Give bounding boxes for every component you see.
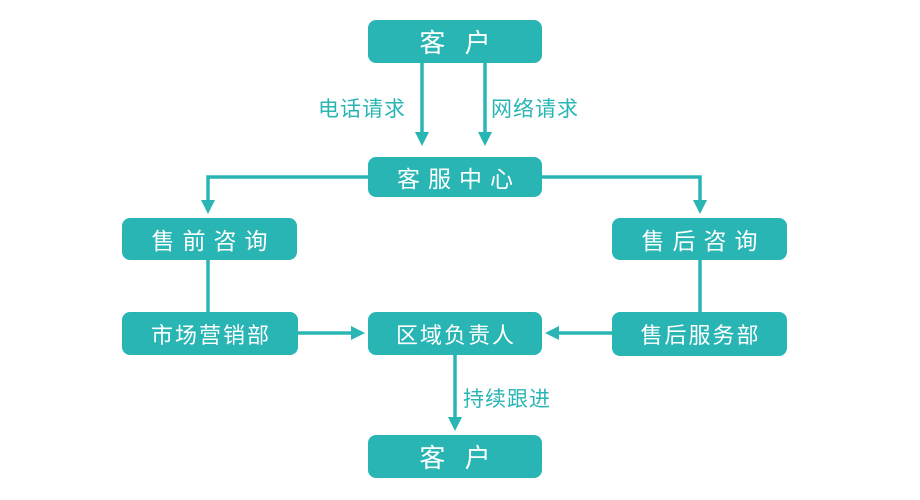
arrowhead-aftersales [693,200,707,214]
node-regional-manager: 区域负责人 [368,312,542,355]
arrowhead-regional-left [351,326,365,340]
edge-center-to-aftersales [542,175,702,201]
node-aftersales-service-department: 售后服务部 [612,312,787,356]
node-customer-bottom: 客 户 [368,435,542,478]
edge-center-to-presales [206,175,368,201]
arrowhead-presales [201,200,215,214]
arrowhead-phone [415,132,429,146]
edge-label-phone-request: 电话请求 [318,98,406,121]
arrowhead-customer-bottom [448,417,462,431]
arrowhead-regional-right [545,326,559,340]
node-aftersales-consulting: 售后咨询 [612,218,787,260]
edge-label-web-request: 网络请求 [491,98,579,121]
edge-label-continuous-followup: 持续跟进 [463,388,551,411]
node-presales-consulting: 售前咨询 [122,218,297,260]
node-customer-top: 客 户 [368,20,542,63]
arrowhead-web [478,132,492,146]
node-marketing-department: 市场营销部 [122,312,298,355]
node-service-center: 客服中心 [368,157,542,197]
